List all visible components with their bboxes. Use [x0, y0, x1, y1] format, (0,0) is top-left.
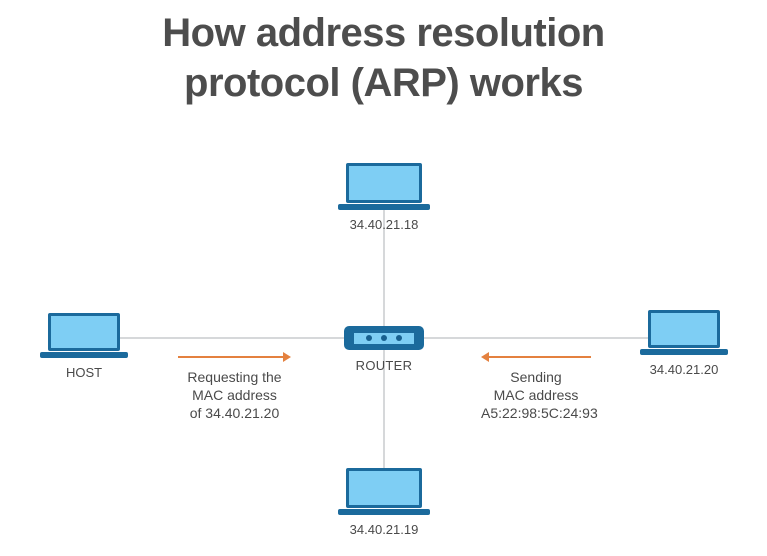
flow-response-line-2: MAC address [493, 387, 579, 403]
wire-router-to-top-device [383, 207, 385, 337]
router-indicator-dot [396, 335, 402, 341]
page-title-line-1: How address resolution [162, 11, 605, 55]
laptop-icon [36, 313, 132, 358]
device-top[interactable]: 34.40.21.18 [334, 163, 434, 233]
laptop-screen [346, 468, 422, 508]
router-icon [344, 326, 424, 350]
laptop-icon [636, 310, 732, 355]
arrow-left-icon [481, 352, 591, 362]
router-label: ROUTER [355, 358, 413, 373]
router-indicator-panel [354, 332, 414, 344]
router-indicator-dot [366, 335, 372, 341]
arrow-right-icon [178, 352, 291, 362]
device-bottom[interactable]: 34.40.21.19 [334, 468, 434, 538]
wire-host-to-router [118, 337, 384, 339]
device-bottom-label: 34.40.21.19 [349, 522, 419, 537]
flow-request-label: Requesting the MAC address of 34.40.21.2… [178, 368, 291, 422]
flow-response: Sending MAC address A5:22:98:5C:24:93 [481, 352, 598, 422]
flow-request-line-1: Requesting the [187, 369, 282, 385]
device-top-label: 34.40.21.18 [349, 217, 419, 232]
flow-response-line-3: A5:22:98:5C:24:93 [481, 405, 598, 421]
page-title-line-2: protocol (ARP) works [184, 61, 583, 105]
arrow-head [481, 352, 489, 362]
device-right-label: 34.40.21.20 [649, 362, 719, 377]
arrow-shaft [178, 356, 284, 358]
router-node[interactable]: ROUTER [344, 326, 424, 374]
arrow-head [283, 352, 291, 362]
flow-request: Requesting the MAC address of 34.40.21.2… [178, 352, 291, 422]
flow-response-line-1: Sending [510, 369, 562, 385]
page-title: How address resolution protocol (ARP) wo… [0, 8, 767, 108]
laptop-base [338, 204, 430, 210]
arrow-shaft [488, 356, 591, 358]
laptop-icon [334, 163, 434, 210]
laptop-base [640, 349, 728, 355]
device-host[interactable]: HOST [36, 313, 132, 381]
flow-request-line-2: MAC address [192, 387, 277, 403]
laptop-screen [648, 310, 720, 348]
laptop-base [40, 352, 128, 358]
laptop-screen [48, 313, 120, 351]
router-indicator-dot [381, 335, 387, 341]
flow-request-line-3: of 34.40.21.20 [189, 405, 280, 421]
laptop-icon [334, 468, 434, 515]
laptop-screen [346, 163, 422, 203]
device-right[interactable]: 34.40.21.20 [636, 310, 732, 378]
laptop-base [338, 509, 430, 515]
wire-router-to-bottom-device [383, 337, 385, 472]
device-host-label: HOST [65, 365, 103, 380]
wire-router-to-right-device [383, 337, 648, 339]
flow-response-label: Sending MAC address A5:22:98:5C:24:93 [481, 368, 598, 422]
